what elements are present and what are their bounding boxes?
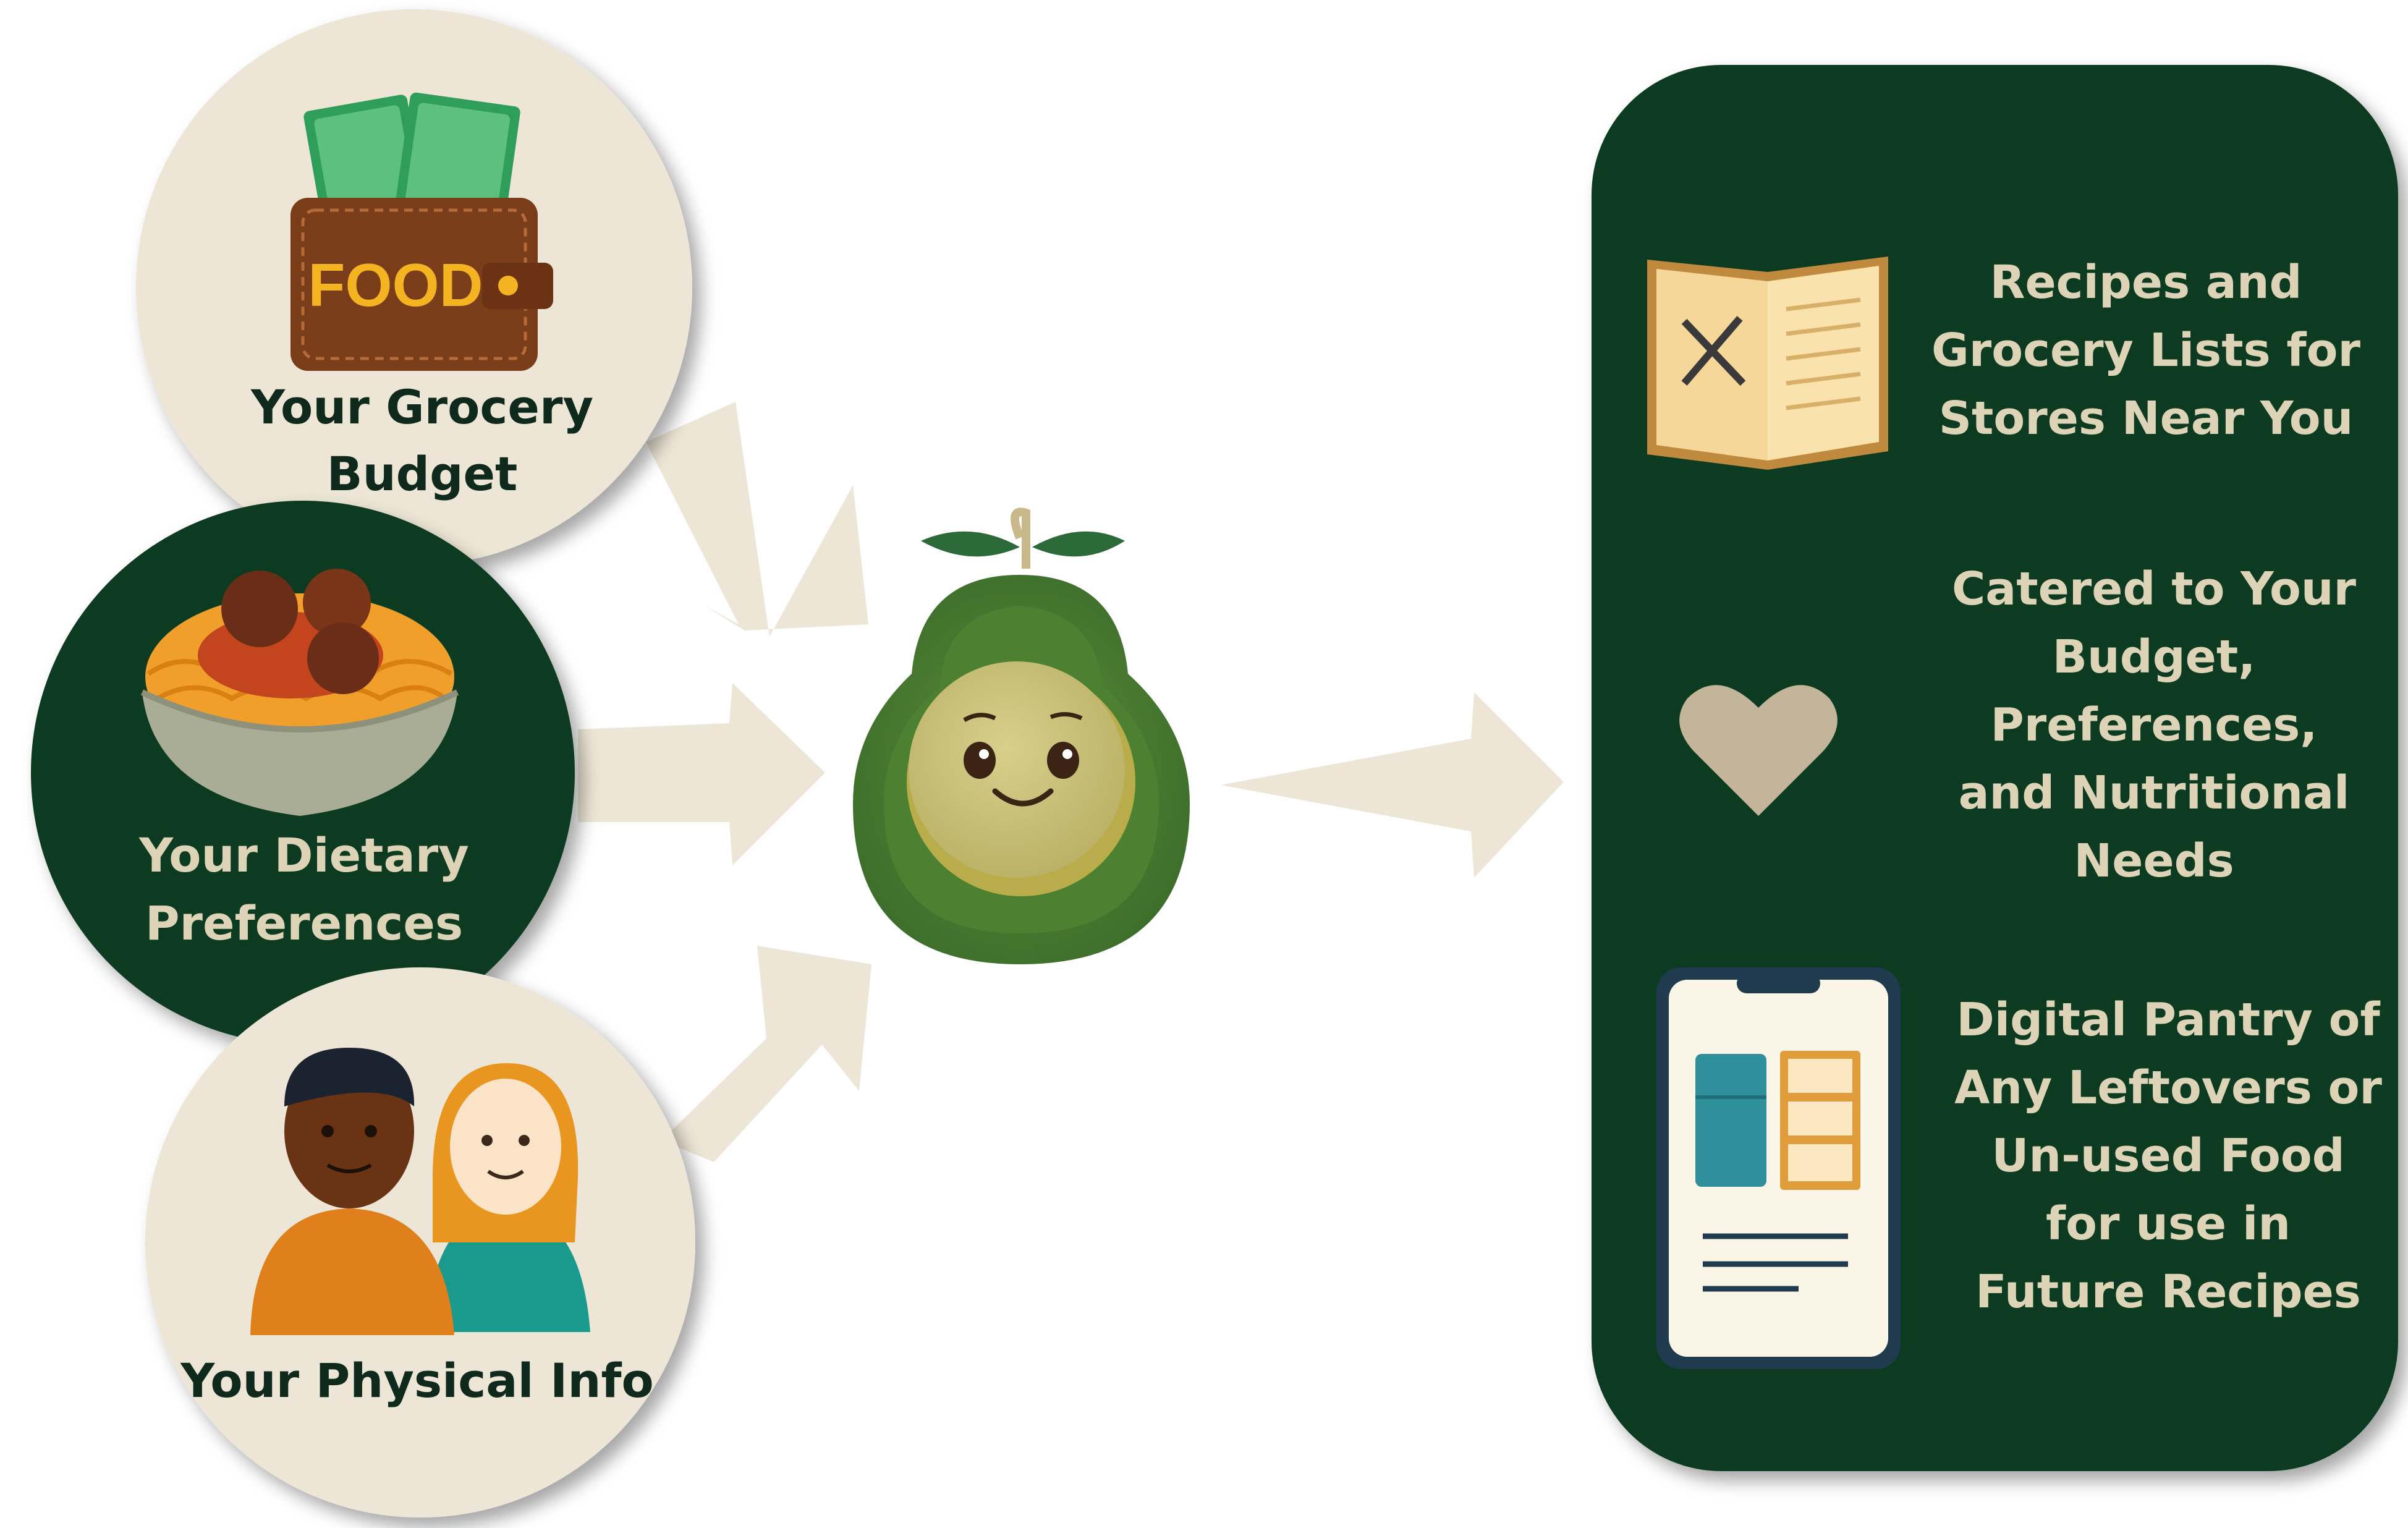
budget-label-line1: Your Grocery [250,380,593,435]
arrow-physical [661,946,871,1162]
output-pantry-line: Future Recipes [1975,1265,2361,1318]
arrows [578,402,1564,1162]
arrow-budget [646,402,868,637]
budget-label-line2: Budget [327,446,518,501]
output-recipes-line: Grocery Lists for [1931,324,2360,377]
output-pantry-line: for use in [2046,1197,2291,1250]
output-catered-line: Catered to Your [1952,562,2357,616]
diet-label-line1: Your Dietary [138,828,469,883]
two-people-icon [250,1048,590,1335]
wallet-label: FOOD [308,251,483,319]
heart-icon [1679,685,1838,816]
wallet-with-cash-icon [290,92,553,371]
avocado-mascot-icon [853,507,1190,964]
physical-label: Your Physical Info [180,1353,653,1408]
phone-pantry-icon [1656,967,1901,1369]
output-catered-line: Preferences, [1991,698,2318,752]
arrow-diet [578,683,825,865]
output-pantry-line: Digital Pantry of [1956,993,2380,1046]
output-recipes-text: Recipes and Grocery Lists for Stores Nea… [1931,256,2360,445]
physical-node [145,967,695,1517]
output-recipes-line: Stores Near You [1939,392,2354,445]
output-catered-line: Needs [2074,834,2234,888]
budget-node [136,9,692,566]
output-pantry-line: Any Leftovers or [1954,1061,2382,1114]
recipe-book-icon [1647,257,1888,470]
output-pantry-text: Digital Pantry of Any Leftovers or Un-us… [1954,993,2382,1318]
diet-node [31,501,575,1045]
diet-label-line2: Preferences [145,896,463,951]
output-catered-line: and Nutritional [1959,766,2350,820]
output-pantry-line: Un-used Food [1991,1129,2344,1182]
output-catered-line: Budget, [2053,630,2256,684]
arrow-output [1221,692,1564,878]
output-catered-text: Catered to Your Budget, Preferences, and… [1952,562,2357,888]
spaghetti-bowl-icon [140,569,459,816]
output-recipes-line: Recipes and [1990,256,2302,309]
